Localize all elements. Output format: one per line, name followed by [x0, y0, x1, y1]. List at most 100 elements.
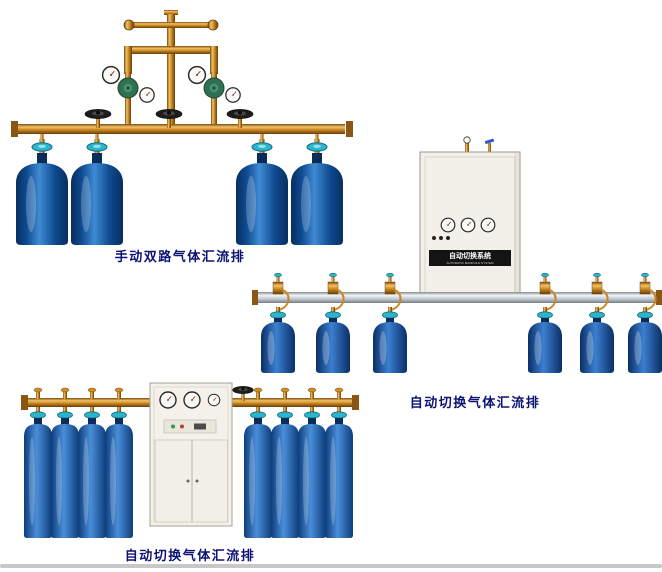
- cylinder-connector: [40, 134, 44, 142]
- cabinet-top-pipe: [465, 141, 469, 153]
- gas-cylinder: [50, 406, 80, 539]
- left-drop-pipe: [124, 46, 132, 74]
- pipe-valve-block: [539, 272, 551, 295]
- right-drop-pipe: [210, 46, 218, 74]
- caption-auto-switch-manifold-tall: 自动切换气体汇流排: [124, 548, 256, 563]
- cabinet-top-gauge: [463, 136, 471, 144]
- pipe-valve: [253, 387, 263, 400]
- flange-right: [207, 19, 219, 31]
- cabinet-gauge: [480, 217, 496, 233]
- cylinder-pigtail: [333, 289, 345, 311]
- control-cabinet: 自动切换系统 AUTOMATIC MANIFOLD SYSTEM: [419, 136, 521, 301]
- cabinet-gauge: [460, 217, 476, 233]
- pipe-end-cap-left: [252, 290, 258, 305]
- gas-cylinder: [23, 406, 53, 539]
- pipe-valve-block: [591, 272, 603, 295]
- door-handle: [186, 479, 190, 483]
- gas-cylinder: [70, 138, 124, 246]
- cabinet-control-panel: [163, 419, 217, 434]
- center-riser-pipe: [167, 14, 175, 124]
- gas-cylinder: [243, 406, 273, 539]
- cabinet-label-plate: 自动切换系统 AUTOMATIC MANIFOLD SYSTEM: [429, 250, 511, 266]
- pipe-valve-block: [272, 272, 284, 295]
- gas-cylinder: [77, 406, 107, 539]
- cabinet-top-valve-lever: [484, 138, 495, 145]
- cylinder-connector: [95, 134, 99, 142]
- cylinder-pigtail: [545, 289, 557, 311]
- gas-cylinder: [297, 406, 327, 539]
- gas-cylinder: [324, 406, 354, 539]
- cylinder-pigtail: [390, 289, 402, 311]
- pipe-valve: [280, 387, 290, 400]
- cylinder-pigtail: [645, 289, 657, 311]
- cylinder-stations: [260, 272, 662, 374]
- pressure-regulator-left: [117, 71, 139, 99]
- sub-header-pipe: [124, 46, 218, 54]
- pressure-gauge: [187, 65, 207, 85]
- figure-manual-dual-manifold: [11, 10, 353, 246]
- cylinder-connector: [260, 134, 264, 142]
- pipe-end-cap-right: [352, 395, 359, 410]
- pipe-valve: [33, 387, 43, 400]
- panel-switch: [194, 423, 206, 430]
- pipe-valve: [87, 387, 97, 400]
- cabinet-top-pipe: [488, 143, 491, 153]
- cabinet-label-bg: [429, 250, 511, 266]
- gas-cylinder: [579, 306, 615, 374]
- control-cabinet: [149, 382, 233, 527]
- flange-left: [123, 19, 135, 31]
- pipe-end-cap-right: [656, 290, 662, 305]
- pipe-end-cap-left: [21, 395, 28, 410]
- cabinet-gauge: [183, 391, 201, 409]
- right-regulator-outlet-pipe: [211, 98, 217, 126]
- gas-cylinder: [372, 306, 408, 374]
- pipe-valve: [114, 387, 124, 400]
- indicator-dot: [446, 236, 450, 240]
- cabinet-gauge: [159, 391, 177, 409]
- top-cross-arm: [131, 22, 211, 28]
- cabinet-sublabel-text: AUTOMATIC MANIFOLD SYSTEM: [447, 261, 494, 265]
- cabinet-label-text: 自动切换系统: [449, 251, 491, 260]
- caption-manual-dual-manifold: 手动双路气体汇流排: [114, 249, 246, 264]
- pressure-gauge: [101, 65, 121, 85]
- pipe-valve: [60, 387, 70, 400]
- pipe-valve-block: [384, 272, 396, 295]
- pipe-valve: [334, 387, 344, 400]
- manifold-pipe-body: [254, 292, 660, 303]
- cabinet-side-shade: [514, 153, 519, 299]
- bottom-edge-line: [0, 564, 662, 568]
- pipe-valve-block: [327, 272, 339, 295]
- cabinet-door-left: [154, 439, 192, 523]
- gas-cylinder: [104, 406, 134, 539]
- pipe-valve-block: [639, 272, 651, 295]
- header-end-cap-right: [346, 121, 353, 137]
- pressure-gauge: [225, 87, 241, 103]
- indicator-red: [180, 424, 184, 429]
- header-end-cap-left: [11, 121, 18, 137]
- cabinet-gauge: [207, 393, 221, 407]
- caption-auto-switch-manifold: 自动切换气体汇流排: [409, 395, 541, 410]
- pipe-top-cap: [164, 10, 178, 15]
- indicator-dot: [432, 236, 436, 240]
- pressure-regulator-right: [203, 71, 225, 99]
- figure-auto-switch-manifold: 自动切换系统 AUTOMATIC MANIFOLD SYSTEM: [252, 136, 662, 374]
- header-pipe: [15, 124, 345, 134]
- gas-cylinder: [15, 138, 69, 246]
- cylinder-connector: [315, 134, 319, 142]
- manifold-pipe: [252, 290, 662, 305]
- gas-cylinder: [260, 306, 296, 374]
- gas-cylinder: [527, 306, 563, 374]
- gas-cylinder: [315, 306, 351, 374]
- cabinet-gauge: [440, 217, 456, 233]
- gas-cylinder: [627, 306, 662, 374]
- pipe-valve: [307, 387, 317, 400]
- cylinder-pigtail: [278, 289, 290, 311]
- cylinder-pigtail: [597, 289, 609, 311]
- indicator-dot: [439, 236, 443, 240]
- door-handle: [195, 479, 199, 483]
- manifold-header: [11, 108, 353, 142]
- left-regulator-outlet-pipe: [125, 98, 131, 126]
- manifold-top-assembly: [101, 10, 241, 126]
- pressure-gauge: [139, 87, 155, 103]
